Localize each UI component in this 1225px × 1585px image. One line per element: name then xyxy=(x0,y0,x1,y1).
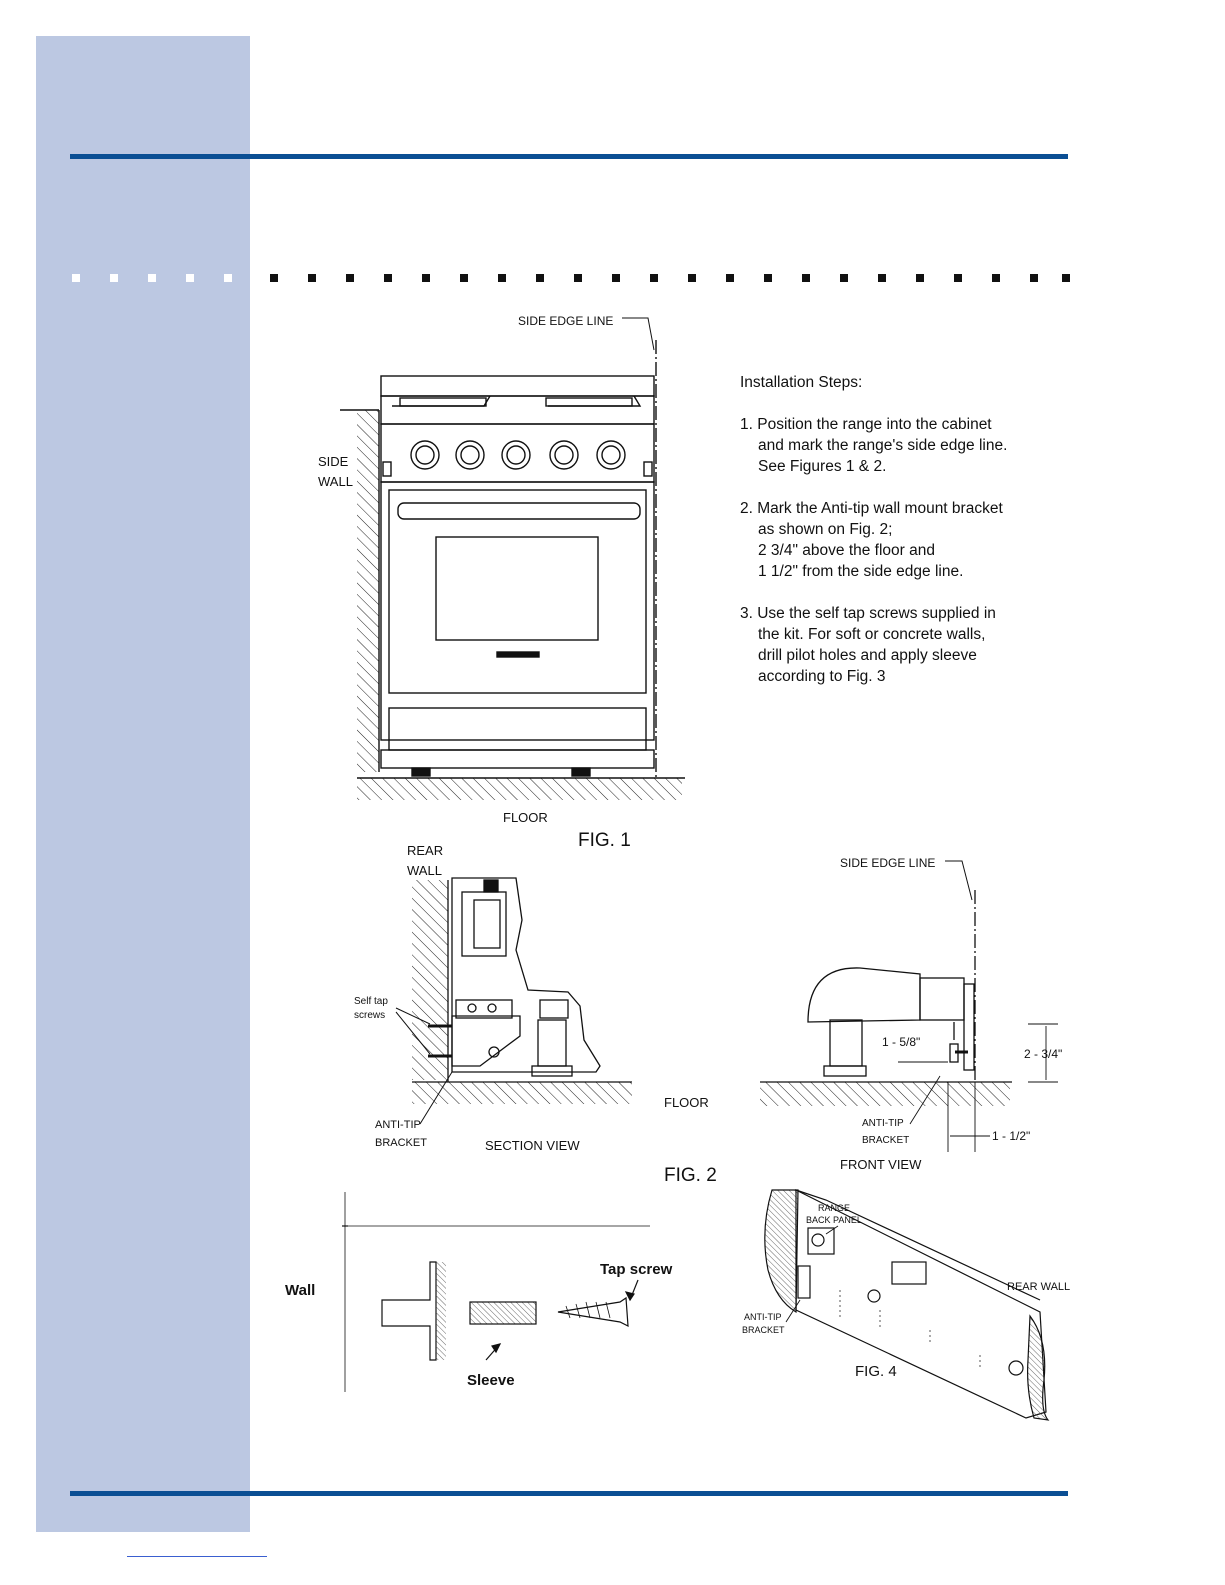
steps-title: Installation Steps: xyxy=(740,374,863,391)
fig2-anti-tip-label: ANTI-TIP xyxy=(375,1119,421,1131)
fig2-wall-label: WALL xyxy=(407,863,442,878)
step-line: See Figures 1 & 2. xyxy=(758,458,887,475)
fig1-caption: FIG. 1 xyxy=(578,830,631,851)
step-line: 2 3/4" above the floor and xyxy=(758,542,935,559)
fig1-floor-label: FLOOR xyxy=(503,810,548,825)
fig2-caption: FIG. 2 xyxy=(664,1165,717,1186)
fig2-dim-1-1-2: 1 - 1/2" xyxy=(992,1129,1030,1143)
fig4-range-label: RANGE xyxy=(818,1203,850,1213)
fig3-sleeve-label: Sleeve xyxy=(467,1372,515,1389)
fig1-side-edge-label: SIDE EDGE LINE xyxy=(518,314,613,328)
fig3-tap-screw-label: Tap screw xyxy=(600,1261,673,1278)
installation-steps: Installation Steps: 1. Position the rang… xyxy=(740,372,1060,708)
step-2: 2. Mark the Anti-tip wall mount bracket … xyxy=(740,498,1060,582)
dotted-separator xyxy=(72,274,1070,282)
fig2-self-tap-label: Self tap xyxy=(354,996,388,1007)
step-3: 3. Use the self tap screws supplied in t… xyxy=(740,603,1060,687)
fig4-bracket-label: BRACKET xyxy=(742,1325,785,1335)
step-line: the kit. For soft or concrete walls, xyxy=(758,626,986,643)
fig2-front-view xyxy=(760,860,1058,1152)
fig4-rear-wall-label: REAR WALL xyxy=(1007,1281,1070,1293)
fig2-section-view-label: SECTION VIEW xyxy=(485,1138,580,1153)
fig4-rear-view xyxy=(764,1189,1050,1421)
fig2-bracket-label: BRACKET xyxy=(375,1137,427,1149)
fig4-anti-tip-label: ANTI-TIP xyxy=(744,1312,782,1322)
step-line: according to Fig. 3 xyxy=(758,668,886,685)
footer-underline xyxy=(127,1556,267,1557)
step-line: drill pilot holes and apply sleeve xyxy=(758,647,977,664)
fig2-dim-1-5-8: 1 - 5/8" xyxy=(882,1035,920,1049)
fig4-caption: FIG. 4 xyxy=(855,1363,897,1380)
fig1-range-front xyxy=(340,317,685,800)
step-1: 1. Position the range into the cabinet a… xyxy=(740,414,1060,477)
step-line: 3. Use the self tap screws supplied in xyxy=(740,605,996,622)
fig3-sleeve-diagram xyxy=(342,1192,650,1392)
step-line: and mark the range's side edge line. xyxy=(758,437,1008,454)
fig3-wall-label: Wall xyxy=(285,1282,315,1299)
step-line: 1. Position the range into the cabinet xyxy=(740,416,992,433)
fig1-side-label: SIDE xyxy=(318,454,349,469)
bottom-rule xyxy=(70,1491,1068,1496)
sidebar-band xyxy=(36,36,250,1532)
fig1-wall-label: WALL xyxy=(318,474,353,489)
top-rule xyxy=(70,154,1068,159)
fig2-rear-label: REAR xyxy=(407,843,443,858)
fig2-front-view-label: FRONT VIEW xyxy=(840,1157,922,1172)
step-line: 2. Mark the Anti-tip wall mount bracket xyxy=(740,500,1003,517)
fig2-section-view xyxy=(395,877,632,1125)
fig2-front-side-edge-label: SIDE EDGE LINE xyxy=(840,856,935,870)
fig2-floor-label: FLOOR xyxy=(664,1095,709,1110)
step-line: as shown on Fig. 2; xyxy=(758,521,893,538)
fig2-front-anti-tip-label: ANTI-TIP xyxy=(862,1118,904,1129)
fig2-front-bracket-label: BRACKET xyxy=(862,1135,909,1146)
fig4-back-panel-label: BACK PANEL xyxy=(806,1215,862,1225)
step-line: 1 1/2" from the side edge line. xyxy=(758,563,964,580)
fig2-dim-2-3-4: 2 - 3/4" xyxy=(1024,1047,1062,1061)
fig2-screws-label: screws xyxy=(354,1010,385,1021)
